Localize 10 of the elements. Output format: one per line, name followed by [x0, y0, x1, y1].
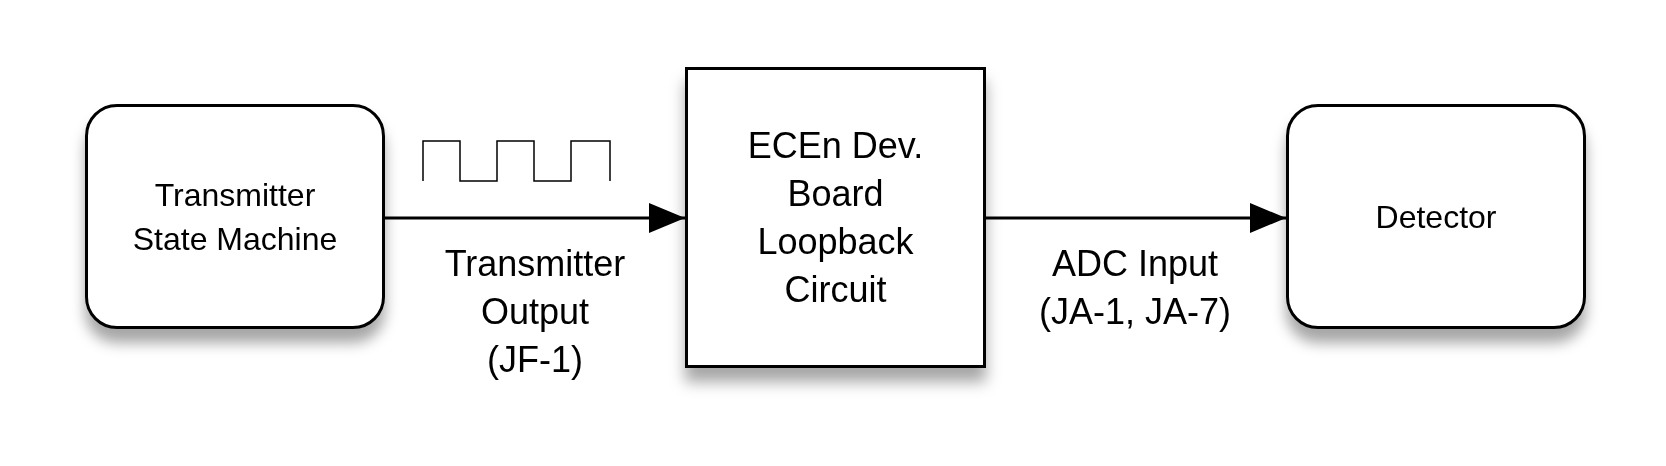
- rounded-box: [1286, 104, 1586, 329]
- edge-label: Transmitter Output (JF-1): [444, 242, 626, 382]
- arrow: [986, 203, 1286, 233]
- node-label: Transmitter State Machine: [131, 175, 339, 259]
- arrow: [385, 203, 685, 233]
- node-label: Detector: [1375, 197, 1497, 237]
- process-box: [685, 67, 986, 368]
- edge-label: ADC Input (JA-1, JA-7): [1038, 242, 1232, 334]
- node-label: ECEn Dev. Board Loopback Circuit: [746, 123, 925, 312]
- rounded-box: [85, 104, 385, 329]
